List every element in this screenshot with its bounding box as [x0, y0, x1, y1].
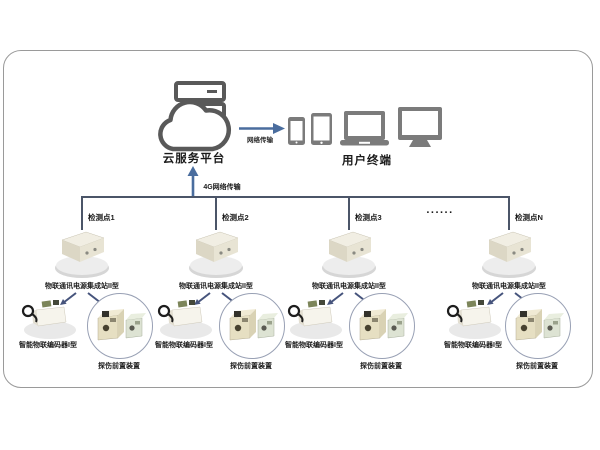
station-device-image — [55, 231, 109, 278]
drop-line — [215, 196, 217, 230]
diagram-frame — [3, 50, 593, 388]
point-label: 检测点2 — [222, 213, 249, 222]
drop-line — [508, 196, 510, 230]
station-label: 物联通讯电源集成站II型 — [45, 283, 119, 290]
bus-line — [82, 196, 510, 198]
network-arrow-icon — [239, 123, 285, 134]
encoder-label: 智能物联编码器I型 — [155, 342, 213, 349]
encoder-device-image — [21, 300, 76, 339]
frontend-label: 探伤前置装置 — [230, 363, 272, 370]
monitor-icon — [398, 107, 442, 147]
laptop-icon — [340, 111, 389, 146]
encoder-label: 智能物联编码器I型 — [285, 342, 343, 349]
frontend-devices-image — [349, 293, 415, 359]
point-label: 检测点1 — [88, 213, 115, 222]
station-label: 物联通讯电源集成站II型 — [179, 283, 253, 290]
cloud-label: 云服务平台 — [162, 153, 226, 165]
station-label: 物联通讯电源集成站II型 — [312, 283, 386, 290]
encoder-label: 智能物联编码器I型 — [19, 342, 77, 349]
station-device-image — [189, 231, 243, 278]
point-label: 检测点3 — [355, 213, 382, 222]
frontend-label: 探伤前置装置 — [360, 363, 402, 370]
encoder-device-image — [287, 300, 342, 339]
drop-line — [348, 196, 350, 230]
point-label: 检测点N — [515, 213, 543, 222]
station-device-image — [322, 231, 376, 278]
terminals-label: 用户终端 — [342, 155, 392, 167]
encoder-device-image — [157, 300, 212, 339]
frontend-devices-image — [87, 293, 153, 359]
frontend-devices-image — [219, 293, 285, 359]
phone-icon — [288, 117, 305, 145]
frontend-devices-image — [505, 293, 571, 359]
uplink-label: 4G网络传输 — [203, 184, 241, 191]
station-label: 物联通讯电源集成站II型 — [472, 283, 546, 290]
ellipsis-label: ...... — [426, 204, 454, 216]
network-arrow-label: 网络传输 — [247, 137, 273, 144]
drop-line — [81, 196, 83, 230]
encoder-label: 智能物联编码器I型 — [444, 342, 502, 349]
user-terminals-icon — [288, 107, 442, 147]
frontend-label: 探伤前置装置 — [516, 363, 558, 370]
encoder-device-image — [446, 300, 501, 339]
station-device-image — [482, 231, 536, 278]
tablet-icon — [311, 113, 332, 145]
cloud-server-icon — [158, 81, 231, 152]
uplink-arrow-icon — [187, 166, 199, 197]
frontend-label: 探伤前置装置 — [98, 363, 140, 370]
